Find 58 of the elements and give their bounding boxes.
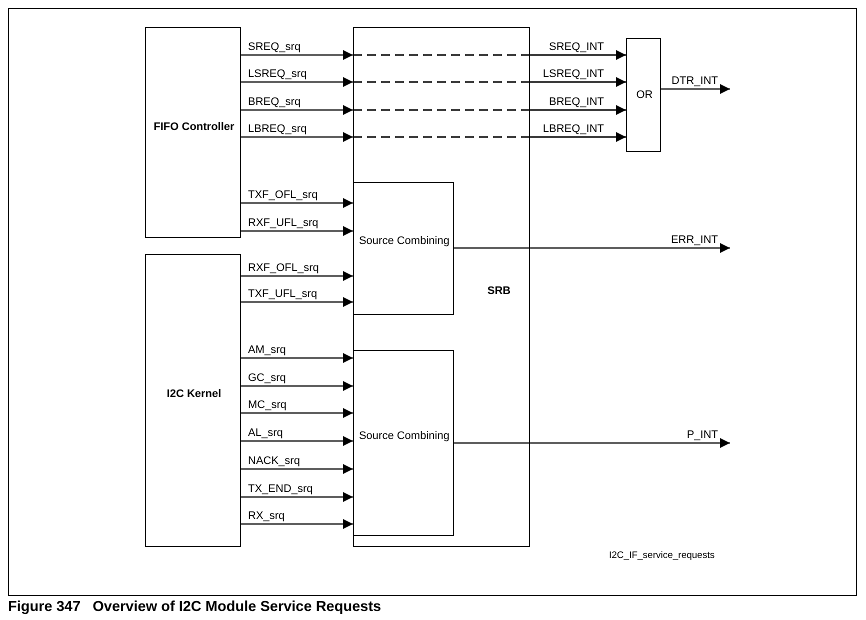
signal-label: LSREQ_srq <box>248 68 307 80</box>
arrow <box>241 408 353 418</box>
signal-label: RXF_UFL_srq <box>248 217 318 229</box>
arrow <box>241 464 353 474</box>
signal-label: LSREQ_INT <box>542 68 604 80</box>
block-label: Source Combining <box>358 234 450 248</box>
arrow <box>241 226 353 236</box>
arrow <box>241 297 353 307</box>
block-label: I2C Kernel <box>166 387 222 401</box>
arrow <box>241 271 353 281</box>
arrow <box>353 50 626 60</box>
arrow <box>353 132 626 142</box>
arrow <box>454 243 730 253</box>
block-box <box>145 27 241 238</box>
arrow <box>241 77 353 87</box>
arrow <box>353 77 626 87</box>
figure-caption: Figure 347 Overview of I2C Module Service Requests <box>8 599 382 615</box>
process-box <box>352 182 454 315</box>
signal-label: TX_END_srq <box>248 483 313 495</box>
signal-label: NACK_srq <box>248 455 300 467</box>
signal-label: MC_srq <box>248 399 287 411</box>
block-label: SRB <box>486 284 512 298</box>
arrow <box>241 50 353 60</box>
block-label: Source Combining <box>358 428 450 443</box>
arrow <box>241 198 353 208</box>
block-box <box>145 254 241 547</box>
gate-box <box>626 38 661 152</box>
signal-label: RX_srq <box>248 510 285 522</box>
block-label: OR <box>635 88 654 102</box>
signal-label: BREQ_srq <box>248 96 301 108</box>
arrow <box>661 84 730 94</box>
signal-label: SREQ_srq <box>248 41 301 53</box>
signal-label: SREQ_INT <box>548 41 604 53</box>
arrow <box>353 105 626 115</box>
arrow <box>241 132 353 142</box>
arrow <box>454 438 730 448</box>
process-box <box>352 350 454 536</box>
figure-id-note: I2C_IF_service_requests <box>609 550 715 561</box>
arrow <box>241 353 353 363</box>
signal-label: P_INT <box>686 429 718 441</box>
signal-label: GC_srq <box>248 372 286 384</box>
signal-label: TXF_OFL_srq <box>248 189 318 201</box>
arrow <box>241 519 353 529</box>
signal-label: AM_srq <box>248 344 286 356</box>
signal-label: LBREQ_INT <box>542 123 604 135</box>
arrow <box>241 436 353 446</box>
arrow <box>241 381 353 391</box>
arrow <box>241 492 353 502</box>
signal-label: TXF_UFL_srq <box>248 288 318 300</box>
block-box <box>353 27 530 547</box>
arrow <box>241 105 353 115</box>
signal-label: AL_srq <box>248 427 283 439</box>
signal-label: LBREQ_srq <box>248 123 307 135</box>
signal-label: RXF_OFL_srq <box>248 262 319 274</box>
signal-label: ERR_INT <box>670 234 718 246</box>
block-label: FIFO Controller <box>152 120 236 134</box>
signal-label: DTR_INT <box>672 75 718 87</box>
signal-label: BREQ_INT <box>548 96 604 108</box>
